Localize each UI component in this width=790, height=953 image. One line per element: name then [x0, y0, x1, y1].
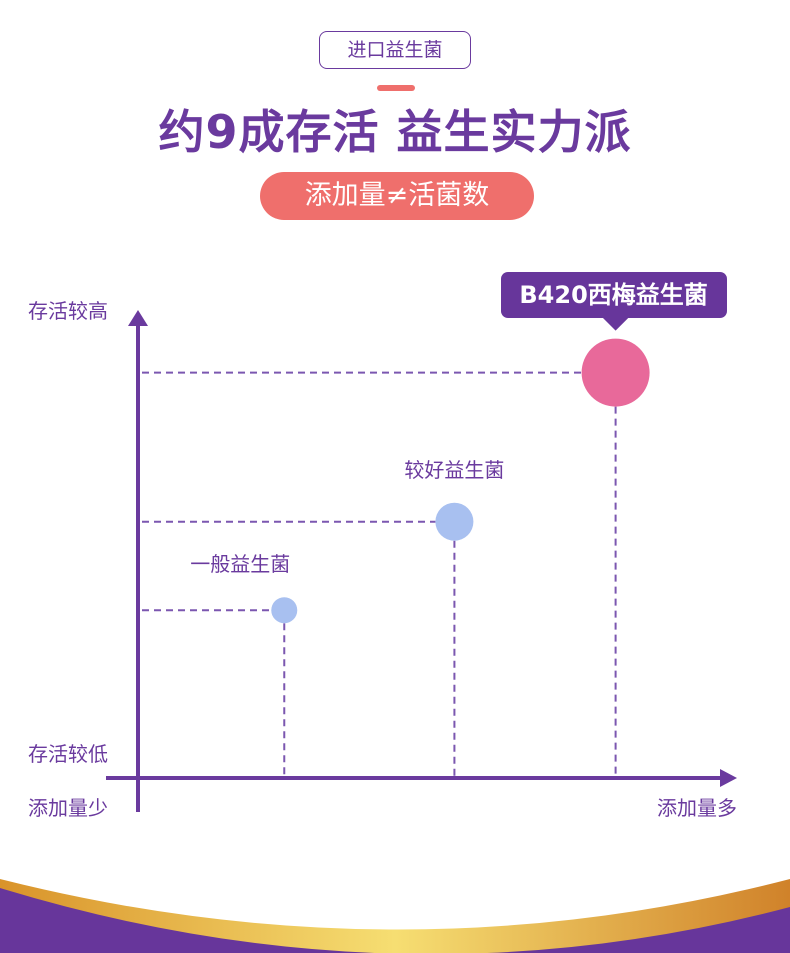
point-label-1: 较好益生菌 [404, 457, 505, 482]
category-tag: 进口益生菌 [319, 31, 471, 69]
x-label-low: 添加量少 [28, 796, 108, 820]
point-label-2: B420西梅益生菌 [500, 271, 727, 318]
subtitle-pill: 添加量≠活菌数 [260, 172, 534, 220]
bottom-purple-wave [0, 888, 790, 953]
x-label-high: 添加量多 [657, 796, 737, 820]
bottom-gold-wave [0, 879, 790, 953]
point-0 [271, 597, 298, 624]
page-title: 约9成存活 益生实力派 [158, 105, 632, 159]
callout-pointer [601, 316, 630, 331]
y-axis-arrow [128, 310, 148, 326]
y-label-high: 存活较高 [28, 299, 108, 323]
point-label-0: 一般益生菌 [190, 552, 291, 577]
point-2 [581, 338, 650, 407]
accent-bar [377, 85, 415, 91]
y-label-low: 存活较低 [28, 742, 108, 766]
point-1 [435, 502, 474, 541]
x-axis-arrow [720, 769, 737, 787]
